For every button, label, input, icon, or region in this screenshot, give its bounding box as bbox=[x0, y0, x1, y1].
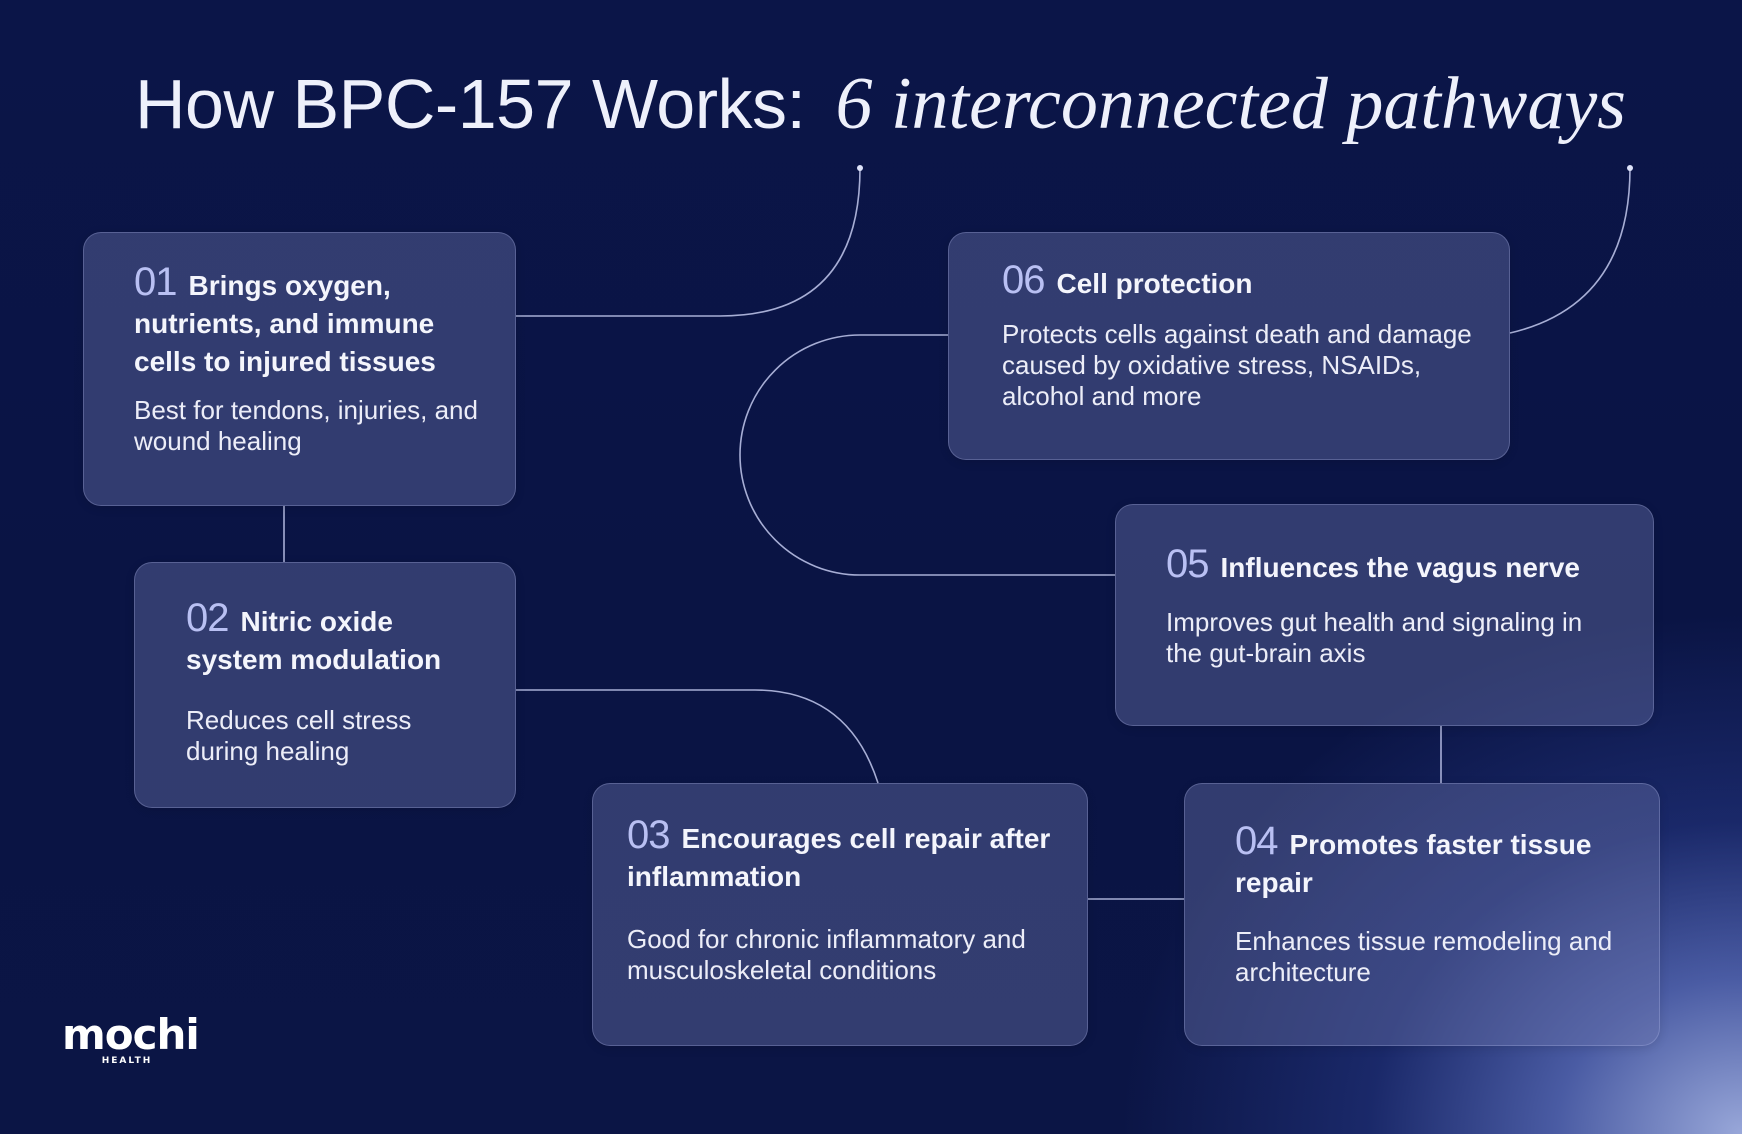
card-description: Reduces cell stress during healing bbox=[186, 705, 412, 766]
page-title: How BPC-157 Works: 6 interconnected pathw… bbox=[135, 62, 1626, 162]
connector-title-to-01 bbox=[516, 167, 861, 317]
card-number: 04 bbox=[1235, 819, 1278, 863]
card-description: Protects cells against death and damage … bbox=[1002, 319, 1472, 411]
title-italic: 6 interconnected pathways bbox=[835, 63, 1626, 145]
logo-wordmark: mochi bbox=[62, 1010, 200, 1059]
card-number: 06 bbox=[1002, 258, 1045, 302]
card-description: Best for tendons, injuries, and wound he… bbox=[134, 395, 478, 456]
card-title: Encourages cell repair after inflammatio… bbox=[627, 823, 1051, 892]
connector-06-to-05 bbox=[739, 334, 1115, 576]
card-description: Good for chronic inflammatory and muscul… bbox=[627, 924, 1026, 985]
card-heading: 06 Cell protection bbox=[1002, 258, 1479, 303]
card-number: 03 bbox=[627, 813, 670, 857]
title-anchor-dot-right bbox=[1627, 165, 1633, 171]
pathway-card-06: 06 Cell protection Protects cells against… bbox=[948, 232, 1510, 460]
connector-02-to-03 bbox=[516, 689, 879, 784]
card-number: 05 bbox=[1166, 542, 1209, 586]
title-anchor-dot-left bbox=[857, 165, 863, 171]
card-description: Enhances tissue remodeling and architect… bbox=[1235, 926, 1613, 987]
card-heading: 05 Influences the vagus nerve bbox=[1166, 542, 1623, 587]
pathway-card-05: 05 Influences the vagus nerve Improves gu… bbox=[1115, 504, 1654, 726]
card-description: Improves gut health and signaling in the… bbox=[1166, 607, 1583, 668]
card-title: Influences the vagus nerve bbox=[1220, 552, 1580, 583]
card-title: Cell protection bbox=[1056, 268, 1253, 299]
connector-title-to-06 bbox=[1509, 167, 1631, 334]
card-title: Nitric oxide system modulation bbox=[186, 606, 442, 675]
logo-subtitle: HEALTH bbox=[101, 1056, 153, 1066]
card-number: 02 bbox=[186, 596, 229, 640]
card-title: Brings oxygen, nutrients, and immune cel… bbox=[134, 270, 436, 377]
title-main: How BPC-157 Works: bbox=[135, 65, 806, 143]
mochi-health-logo: mochi HEALTH bbox=[62, 1010, 200, 1067]
card-title: Promotes faster tissue repair bbox=[1235, 829, 1592, 898]
card-number: 01 bbox=[134, 260, 177, 304]
